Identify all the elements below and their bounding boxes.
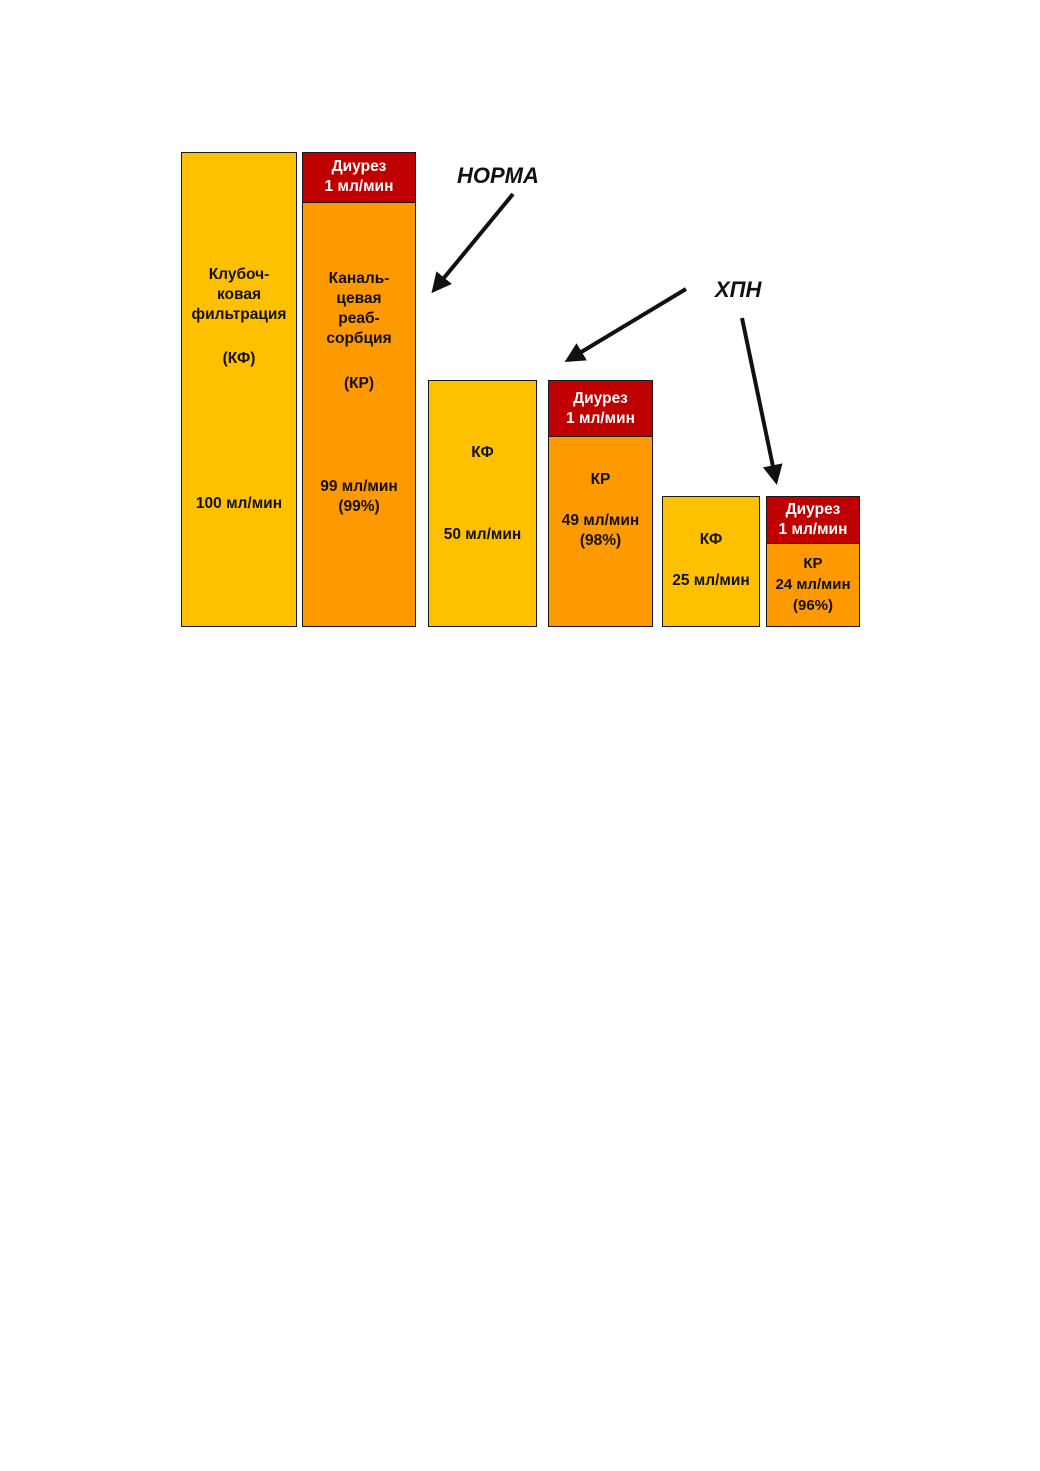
norma-diuresis-text: Диурез 1 мл/мин bbox=[324, 158, 394, 195]
norma-kr-value: 99 мл/мин (99%) bbox=[320, 478, 398, 515]
hpn2-kf-title: КФ bbox=[699, 531, 723, 548]
arrow-norma bbox=[431, 192, 515, 294]
hpn1-filtration-block: КФ 50 мл/мин bbox=[428, 380, 537, 627]
hpn2-reabsorption-block: КР 24 мл/мин (96%) bbox=[766, 543, 860, 627]
hpn2-diuresis-text: Диурез 1 мл/мин bbox=[778, 501, 848, 538]
hpn1-kf-value: 50 мл/мин bbox=[443, 526, 522, 543]
hpn2-diuresis-block: Диурез 1 мл/мин bbox=[766, 496, 860, 544]
hpn-label: ХПН bbox=[715, 277, 762, 302]
norma-reabsorption-block: Каналь- цевая реаб- сорбция (КР) 99 мл/м… bbox=[302, 202, 416, 627]
hpn1-kr-title: КР bbox=[590, 471, 611, 488]
norma-kf-value: 100 мл/мин bbox=[195, 495, 283, 512]
hpn2-filtration-block: КФ 25 мл/мин bbox=[662, 496, 760, 627]
hpn1-diuresis-text: Диурез 1 мл/мин bbox=[566, 390, 635, 427]
hpn1-kr-value: 49 мл/мин (98%) bbox=[561, 512, 640, 549]
norma-filtration-block: Клубоч- ковая фильтрация (КФ) 100 мл/мин bbox=[181, 152, 297, 627]
norma-kr-abbr: (КР) bbox=[343, 375, 375, 392]
norma-kf-title: Клубоч- ковая фильтрация bbox=[191, 266, 287, 323]
hpn1-reabsorption-block: КР 49 мл/мин (98%) bbox=[548, 436, 653, 627]
norma-kr-title: Каналь- цевая реаб- сорбция bbox=[326, 270, 392, 347]
norma-diuresis-block: Диурез 1 мл/мин bbox=[302, 152, 416, 203]
hpn1-kf-title: КФ bbox=[471, 444, 494, 461]
arrow-hpn-left bbox=[564, 287, 688, 363]
hpn2-kf-value: 25 мл/мин bbox=[672, 572, 750, 589]
arrow-hpn-right bbox=[740, 317, 783, 485]
pointer-arrows bbox=[431, 192, 783, 485]
norma-kf-abbr: (КФ) bbox=[222, 350, 256, 367]
norma-label: НОРМА bbox=[457, 163, 539, 188]
hpn1-diuresis-block: Диурез 1 мл/мин bbox=[548, 380, 653, 437]
hpn2-kr-text: КР 24 мл/мин (96%) bbox=[775, 555, 851, 614]
